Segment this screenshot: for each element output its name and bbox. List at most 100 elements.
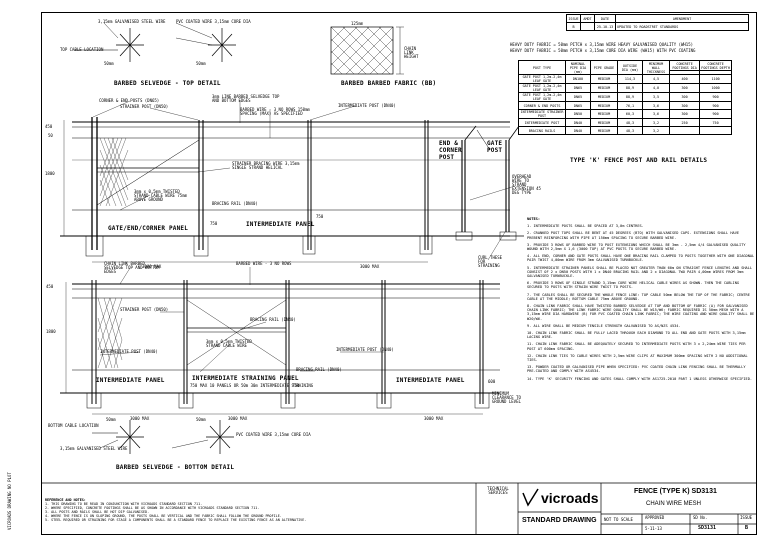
- callout-bottom-left-wire: 3,15mm GALVANISED STEEL WIRE: [60, 446, 128, 451]
- label-bracing-rail: BRACING RAIL (DN40): [212, 201, 258, 206]
- panel-b-intermediate-3: INTERMEDIATE PANEL: [396, 377, 465, 384]
- label-intermediate-post: INTERMEDIATE POST (DN40): [338, 103, 396, 108]
- dim-bottom-left: 50mm: [106, 417, 116, 422]
- panel-gate-end-corner: GATE/END/CORNER PANEL: [108, 225, 189, 232]
- label-strainer-bracing-wire: STRAINER BRACING WIRE 3,15mm SINGLE STRA…: [232, 161, 300, 170]
- post-cell: 1000: [699, 83, 732, 93]
- mesh-hatch-bottom: [97, 297, 123, 369]
- drawing-subtitle: CHAIN WIRE MESH: [646, 501, 702, 507]
- technical-services: TECHNICAL SERVICES: [487, 486, 509, 495]
- post-cell: DN65: [565, 92, 591, 102]
- general-notes-heading: REFERENCE AND NOTES:: [45, 498, 86, 502]
- notes-block: NOTES: 1. INTERMEDIATE POSTS SHALL BE SP…: [527, 217, 755, 384]
- post-cell: [668, 126, 701, 135]
- rev-cell: UPDATED TO ROADSTRET STANDARDS: [615, 22, 749, 31]
- post-cell: MEDIUM: [590, 118, 618, 127]
- general-note-item: 3. ALL POSTS AND RAILS SHALL BE HOT DIP …: [45, 510, 150, 514]
- post-cell: INTERMEDIATE STRAINER POST: [518, 109, 566, 119]
- post-cell: MEDIUM: [590, 101, 618, 110]
- note-item: 6. PROVIDE 3 ROWS OF SINGLE STRAND 3,15m…: [527, 281, 740, 290]
- post-cell: 4,0: [642, 83, 670, 93]
- scale-label: NOT TO SCALE: [604, 517, 633, 522]
- dim-750-a: 750: [210, 221, 218, 226]
- top-elevation-lines: [60, 100, 510, 263]
- post-cell: GATE POST 1,2m-2,4m LEAF GATE: [518, 83, 566, 93]
- post-cell: 250: [668, 118, 701, 127]
- general-notes: REFERENCE AND NOTES: 1. THIS DRAWING TO …: [45, 498, 465, 522]
- fabric-dim-side: CHAIN LINK HEIGHT: [404, 46, 419, 59]
- post-cell: 48,3: [617, 118, 643, 127]
- fabric-title: BARBED BARBED FABRIC (BB): [341, 80, 437, 87]
- post-cell: DN100: [565, 74, 591, 84]
- selvedge-top-left-symbol: [116, 28, 144, 62]
- heavy-duty-line-1: HEAVY DUTY FABRIC = 50mm PITCH x 3,15mm …: [510, 42, 694, 47]
- post-cell: 88,9: [617, 83, 643, 93]
- label-b-barbed-wire: BARBED WIRE - 3 NO ROWS: [236, 261, 292, 266]
- post-th: NOMINAL PIPE DIA (mm): [565, 60, 591, 75]
- post-cell: 900: [699, 109, 732, 119]
- note-item: 10. CHAIN LINK FABRIC SHALL BE FULLY LAC…: [527, 331, 746, 340]
- dim-b-1800: 1800: [46, 329, 56, 334]
- label-barbed-wire: BARBED WIRE - 3 NO ROWS 150mm SPACING (M…: [240, 107, 310, 116]
- post-cell: DN50: [565, 109, 591, 119]
- selvedge-bottom-right-symbol: [206, 420, 234, 454]
- panel-b-intermediate-1: INTERMEDIATE PANEL: [96, 377, 165, 384]
- label-b-bracing-rail-1: BRACING RAIL (DN40): [250, 317, 296, 322]
- detail-title-bottom: BARBED SELVEDGE - BOTTOM DETAIL: [116, 464, 235, 471]
- post-cell: DN40: [565, 118, 591, 127]
- post-cell: 300: [668, 101, 701, 110]
- section-cap-note: OVERHEAD WIRE TO STRAND EXTENSION 45 DEG…: [512, 174, 541, 195]
- label-strainer-post: STRAINER POST (DN50): [120, 104, 169, 109]
- revisions-table: ISSUE AMDT DATE AMENDMENT B 25-10-13 UPD…: [566, 14, 749, 31]
- post-cell: 60,3: [617, 109, 643, 119]
- label-b-intermediate-post-2: INTERMEDIATE POST (DN40): [336, 347, 394, 352]
- rev-header-amdt: AMDT: [580, 14, 595, 23]
- post-cell: DN65: [565, 83, 591, 93]
- post-cell: INTERMEDIATE POST: [518, 118, 566, 127]
- label-b-twisted-strand: 3mm x 0,5mm TWISTED STRAND CABLE WIRE: [206, 339, 252, 348]
- end-corner-post-label: END & CORNER POST: [439, 140, 462, 161]
- post-th: MINIMUM WALL THICKNESS: [642, 60, 670, 75]
- notes-heading: NOTES:: [527, 217, 540, 221]
- mesh-hatch-top: [99, 137, 129, 207]
- label-b-selvedge: CHAIN LINK BARBED SELVEDGE TOP AND BOTTO…: [104, 261, 160, 274]
- post-cell: MEDIUM: [590, 92, 618, 102]
- rev-cell: [580, 22, 595, 31]
- label-twisted-strand: 3mm x 0,5mm TWISTED STRAND CABLE WIRE 75…: [134, 189, 187, 202]
- span-left-top: 3000 MAX: [142, 264, 162, 269]
- post-cell: MEDIUM: [590, 83, 618, 93]
- note-item: 5. INTERMEDIATE STRAINER PANELS SHALL BE…: [527, 265, 753, 279]
- post-cell: 3,6: [642, 101, 670, 110]
- section-ground-note: CURL THESE FOR STRAINING: [478, 255, 503, 268]
- approved-date: 5-11-13: [645, 526, 662, 531]
- post-cell: MEDIUM: [590, 126, 618, 135]
- issue-label: ISSUE: [740, 515, 753, 520]
- sd-label: SD No.: [693, 515, 708, 520]
- gate-post-label: GATE POST: [487, 140, 503, 154]
- label-b-intermediate-post-1: INTERMEDIATE POST (DN40): [100, 349, 158, 354]
- drawing-title: FENCE (TYPE K) SD3131: [634, 488, 717, 495]
- post-th: CONCRETE FOOTINGS DEPTH: [699, 60, 732, 71]
- span-b-3: 3000 MAX: [424, 416, 444, 421]
- post-cell: 750: [699, 118, 732, 127]
- note-item: 1. INTERMEDIATE POSTS SHALL BE SPACED AT…: [527, 224, 644, 229]
- sd-number: SD3131: [698, 525, 717, 531]
- dim-bottom-right: 50mm: [196, 417, 206, 422]
- fabric-dim-top: 125mm: [351, 21, 364, 26]
- label-b-strainer-post: STRAINER POST (DN50): [120, 307, 169, 312]
- dim-b-750-a: 750: [190, 383, 198, 388]
- note-item: 9. ALL WIRE SHALL BE MEDIUM TENSILE STRE…: [527, 323, 681, 328]
- post-cell: DN65: [565, 101, 591, 110]
- post-cell: 114,3: [617, 74, 643, 84]
- dim-top-left: 50mm: [104, 61, 114, 66]
- general-note-item: 1. THIS DRAWING TO BE READ IN CONJUNCTIO…: [45, 502, 203, 506]
- dim-1800: 1800: [45, 171, 55, 176]
- post-cell: GATE POST 1,2m-2,4m LEAF GATE: [518, 74, 566, 84]
